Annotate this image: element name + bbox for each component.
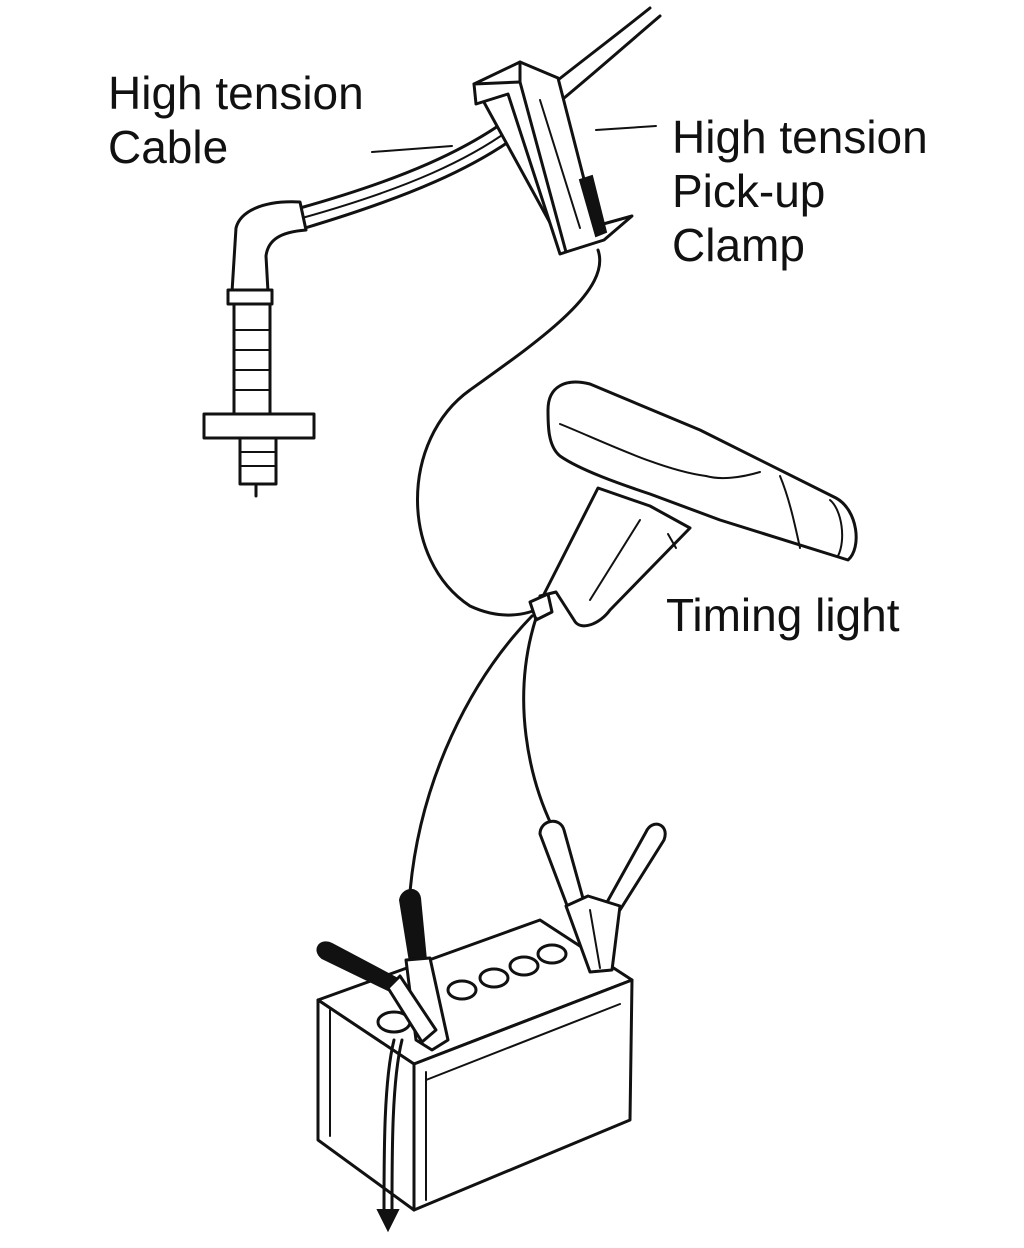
- positive-battery-clip: [538, 819, 667, 974]
- negative-battery-clip: [316, 889, 450, 1052]
- cable-leader-line: [371, 145, 453, 153]
- clamp-leader-line: [595, 125, 657, 131]
- cable-label-line2: Cable: [108, 121, 229, 173]
- timing-light-label: Timing light: [666, 589, 900, 641]
- timing-light: [528, 380, 858, 628]
- pick-up-clamp-label: High tension Pick-up Clamp: [672, 110, 928, 272]
- battery: [316, 918, 634, 1233]
- clamp-label-line3: Clamp: [672, 219, 805, 271]
- clamp-label-line1: High tension: [672, 111, 928, 163]
- clamp-wire: [416, 248, 602, 617]
- spark-plug: [202, 200, 316, 498]
- positive-lead-wire: [522, 616, 554, 828]
- high-tension-cable-label: High tension Cable: [108, 66, 364, 174]
- clamp-label-line2: Pick-up: [672, 165, 826, 217]
- negative-lead-wire: [408, 614, 534, 894]
- pick-up-clamp: [472, 60, 634, 256]
- cable-label-line1: High tension: [108, 67, 364, 119]
